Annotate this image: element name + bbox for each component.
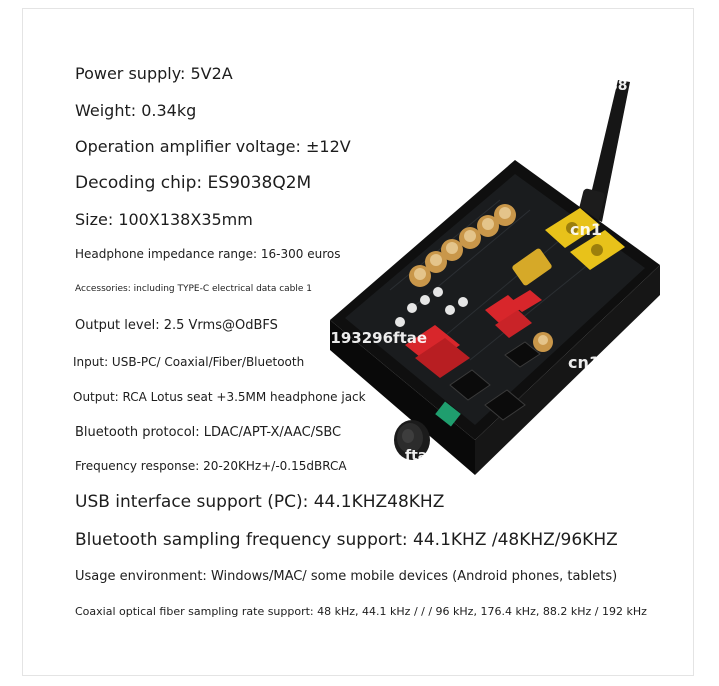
spec-frequency-response: Frequency response: 20-20KHz+/-0.15dBRCA xyxy=(75,459,347,473)
volume-knob xyxy=(394,420,430,460)
relays xyxy=(405,290,542,378)
watermark-cn1: cn1 xyxy=(570,220,602,239)
spec-headphone-impedance: Headphone impedance range: 16-300 euros xyxy=(75,247,341,261)
spec-accessories: Accessories: including TYPE-C electrical… xyxy=(75,284,312,294)
spec-output-level: Output level: 2.5 Vrms@OdBFS xyxy=(75,318,278,333)
spec-opamp-voltage: Operation amplifier voltage: ±12V xyxy=(75,137,351,156)
spec-size: Size: 100X138X35mm xyxy=(75,210,253,229)
watermark-code: 1193296ftae xyxy=(320,329,427,347)
capacitor-row xyxy=(409,204,553,352)
spec-usb-interface: USB interface support (PC): 44.1KHZ48KHZ xyxy=(75,492,445,512)
dac-product-image: cn1 1193296ftae cn10 ftae 88 xyxy=(320,78,660,475)
watermark-cn10: cn10 xyxy=(568,353,611,372)
spec-usage-environment: Usage environment: Windows/MAC/ some mob… xyxy=(75,569,618,584)
rca-ports xyxy=(545,208,625,270)
spec-weight: Weight: 0.34kg xyxy=(75,101,197,120)
status-led xyxy=(435,401,461,427)
watermark-88: 88 xyxy=(608,78,627,94)
spec-power-supply: Power supply: 5V2A xyxy=(75,64,233,83)
spec-input: Input: USB-PC/ Coaxial/Fiber/Bluetooth xyxy=(73,355,305,369)
spec-bluetooth-protocol: Bluetooth protocol: LDAC/APT-X/AAC/SBC xyxy=(75,425,342,440)
watermark-ftae: ftae xyxy=(405,448,437,464)
content-frame xyxy=(22,8,694,676)
spec-bluetooth-sampling: Bluetooth sampling frequency support: 44… xyxy=(75,530,618,550)
spec-coaxial-sampling: Coaxial optical fiber sampling rate supp… xyxy=(75,605,647,618)
clock-module xyxy=(512,248,552,286)
spec-output: Output: RCA Lotus seat +3.5MM headphone … xyxy=(73,390,366,404)
spec-decoding-chip: Decoding chip: ES9038Q2M xyxy=(75,173,312,193)
